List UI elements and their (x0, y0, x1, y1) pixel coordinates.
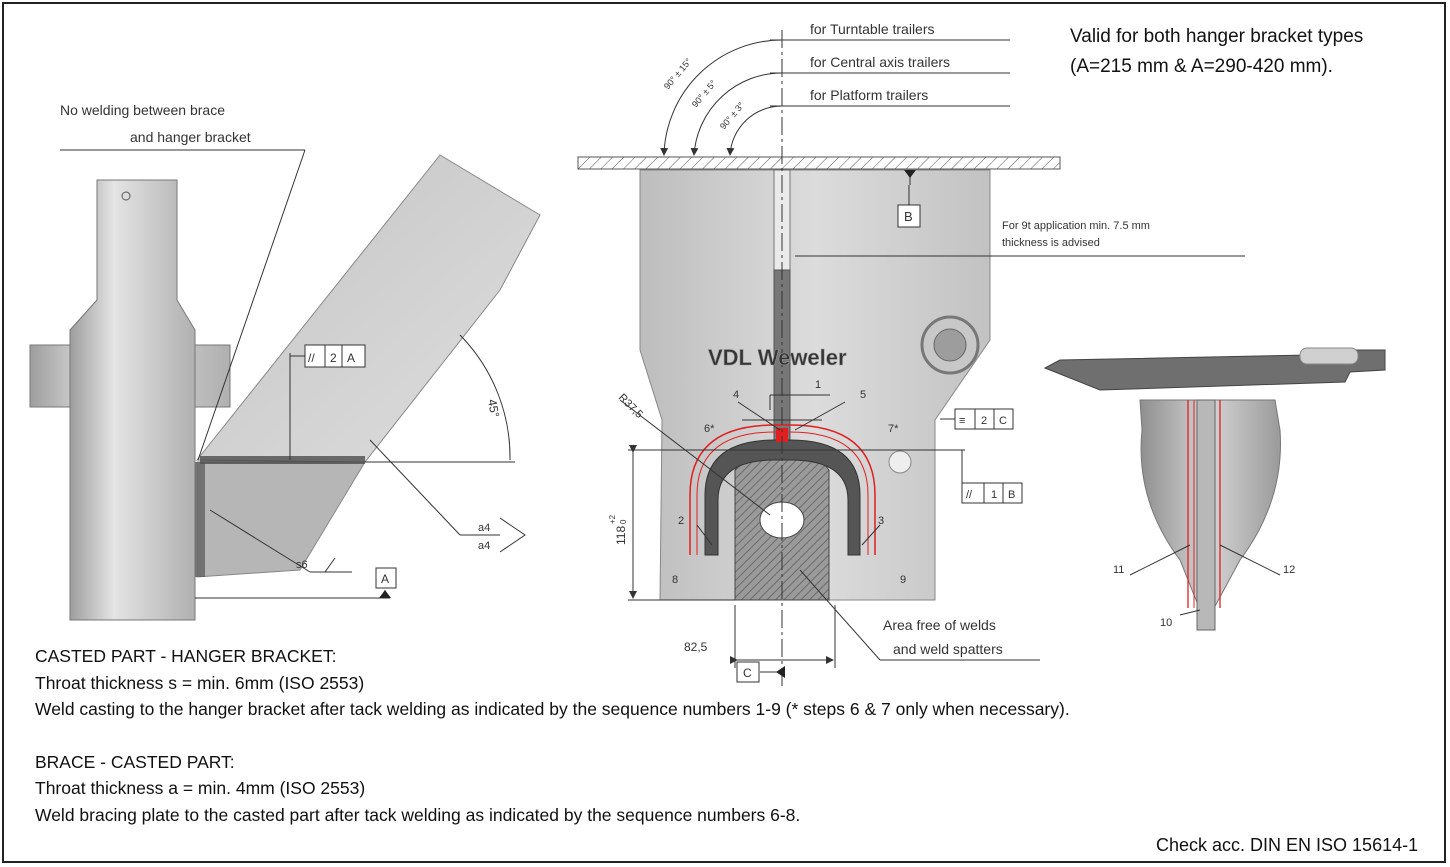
weld-a4-bottom: a4 (478, 540, 490, 552)
side-brace-plate (1196, 399, 1216, 631)
brace-instruction: Weld bracing plate to the casted part af… (35, 804, 801, 825)
tolerance-frame-1b (961, 482, 1023, 504)
parallel-datum-1b: B (1008, 489, 1015, 501)
hanger-bracket-body (639, 169, 991, 601)
seq-10: 10 (1160, 617, 1172, 629)
weld-s6: s6 (296, 559, 308, 571)
weld-point-1 (776, 428, 788, 442)
notes-spacer (35, 723, 1070, 749)
turntable-label: for Turntable trailers (810, 21, 935, 37)
post-hole (121, 191, 131, 201)
brace-weld-seam (200, 456, 365, 464)
area-free-leader (799, 569, 881, 661)
seq-6: 6* (704, 423, 715, 435)
area-free-line1: Area free of welds (883, 617, 996, 633)
parallel-symbol-2a: // (308, 351, 315, 365)
right-view (1043, 347, 1386, 631)
welding-notes: CASTED PART - HANGER BRACKET: Throat thi… (35, 643, 1070, 828)
advice-line2: thickness is advised (1002, 237, 1100, 249)
left-view (29, 149, 541, 621)
weld-a4-top: a4 (478, 522, 490, 534)
symmetry-symbol-2c: ≡ (959, 415, 965, 427)
seq-8: 8 (672, 574, 678, 586)
brace-throat: Throat thickness a = min. 4mm (ISO 2553) (35, 778, 366, 798)
datum-a-label: A (381, 572, 389, 586)
datum-c-label: C (743, 666, 752, 680)
seq-1: 1 (815, 379, 821, 391)
area-free-line2: and weld spatters (893, 641, 1003, 657)
chassis-section (1043, 349, 1386, 391)
parallel-datum-2a: A (347, 351, 355, 365)
hanger-post (69, 179, 196, 621)
angle-arc (459, 334, 511, 461)
center-view (577, 30, 1245, 690)
s6-leader (209, 509, 311, 573)
angle-platform-label: 90° ± 3° (718, 100, 747, 131)
technical-drawing: No welding between brace and hanger brac… (29, 21, 1386, 690)
advice-line1: For 9t application min. 7.5 mm (1002, 220, 1150, 232)
a4-fillet-symbol (499, 517, 526, 553)
validity-line1: Valid for both hanger bracket types (1070, 26, 1364, 47)
arc-platform (726, 105, 783, 156)
radius-label: R37,5 (616, 392, 645, 421)
central-label: for Central axis trailers (810, 54, 950, 70)
parallel-value-2a: 2 (330, 351, 337, 365)
casted-title: CASTED PART - HANGER BRACKET: (35, 646, 337, 666)
seq-5: 5 (860, 389, 866, 401)
height-tol-upper: +2 (608, 514, 617, 524)
symmetry-datum-2c: C (999, 415, 1007, 427)
seq-2: 2 (678, 515, 684, 527)
brace-title: BRACE - CASTED PART: (35, 751, 235, 772)
height-label: 118 (614, 526, 628, 545)
small-hole (888, 450, 912, 474)
symmetry-value-2c: 2 (981, 415, 987, 427)
weld-path-outer (689, 424, 876, 555)
seq-4: 4 (733, 389, 739, 401)
post-weld-seam (195, 462, 205, 577)
casting-arms (704, 439, 861, 556)
datum-a-box (375, 567, 397, 589)
seq-11: 11 (1113, 564, 1124, 576)
arc-central (690, 72, 783, 156)
standard-check-note: Check acc. DIN EN ISO 15614-1 (1156, 835, 1419, 855)
note-leader (197, 149, 306, 461)
casting-block (196, 461, 366, 578)
seq-3: 3 (878, 515, 884, 527)
brand-embossing: VDL Weweler (708, 345, 847, 370)
seq-7: 7* (888, 423, 899, 435)
validity-line2: (A=215 mm & A=290-420 mm). (1070, 56, 1333, 77)
casted-instruction: Weld casting to the hanger bracket after… (35, 699, 1070, 719)
a4-leader (369, 439, 461, 536)
radius-leader (619, 399, 771, 516)
seq-12: 12 (1283, 564, 1295, 576)
parallel-value-1b: 1 (991, 489, 997, 501)
angle-45-label: 45° (485, 398, 502, 418)
height-tol-lower: 0 (619, 519, 628, 524)
arc-turntable (660, 39, 783, 156)
seq-9: 9 (900, 574, 906, 586)
validity-note: Valid for both hanger bracket types (A=2… (1070, 22, 1363, 82)
platform-label: for Platform trailers (810, 87, 928, 103)
no-weld-note-line2: and hanger bracket (130, 129, 251, 145)
datum-c-box (736, 661, 760, 683)
brace-top-tab (1299, 347, 1359, 365)
width-label: 82,5 (684, 640, 708, 654)
no-weld-note-line1: No welding between brace (60, 102, 225, 118)
bushing-bore (933, 328, 967, 362)
chassis-beam (577, 156, 1061, 170)
datum-b-label: B (904, 209, 913, 224)
parallel-symbol-1b: // (966, 489, 973, 501)
casted-throat: Throat thickness s = min. 6mm (ISO 2553) (35, 672, 365, 693)
